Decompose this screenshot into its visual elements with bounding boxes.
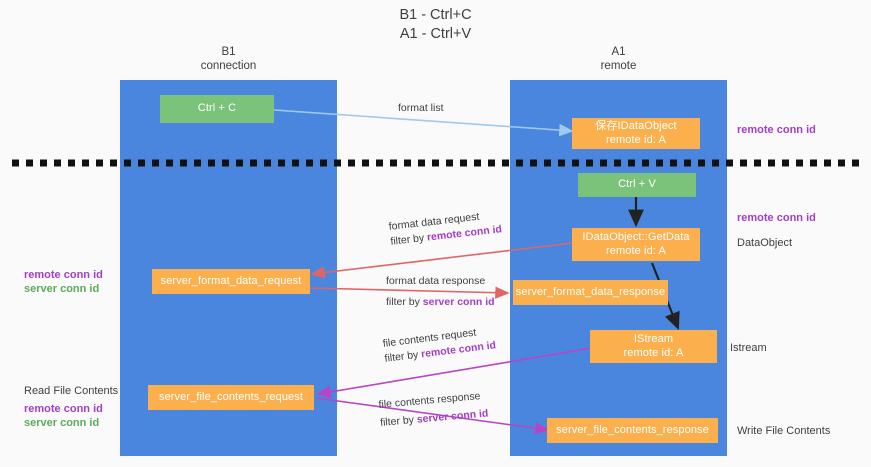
filter-prefix: filter by	[386, 296, 423, 308]
edge-format-data-request	[310, 242, 573, 279]
box-idataobject-getdata[interactable]: IDataObject::GetData remote id: A	[572, 228, 700, 261]
column-header-a1: A1 remote	[510, 45, 727, 73]
edge-label-format-data-response: format data response filter by server co…	[386, 274, 495, 310]
annotation-write-file-contents: Write File Contents	[737, 425, 831, 437]
annotation-remote-conn-id-mid: remote conn id	[737, 212, 816, 224]
box-server-file-contents-response-label: server_file_contents_response	[556, 423, 709, 436]
annotation-left-remote-conn-id-mid: remote conn id	[24, 269, 103, 281]
column-header-a1-role: remote	[600, 60, 637, 72]
edge-format-data-response	[309, 286, 510, 299]
box-server-file-contents-request[interactable]: server_file_contents_request	[148, 385, 314, 410]
annotation-istream: Istream	[730, 342, 767, 354]
edge-label-format-list: format list	[398, 101, 444, 116]
edge-label-format-data-response-line1: format data response	[386, 275, 486, 287]
annotation-left-remote-conn-id-low: remote conn id	[24, 403, 103, 415]
box-istream-line2: remote id: A	[623, 346, 684, 359]
annotation-remote-conn-id-top: remote conn id	[737, 124, 816, 136]
box-save-idataobject-line1: 保存IDataObject	[595, 120, 677, 132]
box-server-file-contents-response[interactable]: server_file_contents_response	[547, 418, 718, 443]
annotation-dataobject: DataObject	[737, 237, 793, 249]
box-server-format-data-response[interactable]: server_format_data_response	[513, 280, 668, 305]
page-title: B1 - Ctrl+C A1 - Ctrl+V	[0, 6, 871, 44]
edge-format-list	[273, 109, 574, 137]
box-ctrl-v[interactable]: Ctrl + V	[578, 173, 696, 197]
box-server-format-data-request-label: server_format_data_request	[160, 274, 302, 287]
box-ctrl-c-label: Ctrl + C	[197, 102, 237, 115]
title-line-2: A1 - Ctrl+V	[399, 26, 472, 42]
filter-key-server-conn-id: server conn id	[422, 296, 495, 308]
filter-prefix: filter by	[389, 231, 428, 248]
box-save-idataobject-line2: remote id: A	[606, 133, 666, 146]
column-header-a1-name: A1	[611, 46, 626, 58]
edge-file-contents-response	[315, 397, 550, 435]
title-line-1: B1 - Ctrl+C	[399, 7, 472, 23]
column-header-b1-role: connection	[200, 60, 257, 72]
filter-prefix: filter by	[379, 413, 418, 429]
box-istream[interactable]: IStream remote id: A	[590, 330, 717, 363]
edge-file-contents-request	[316, 347, 593, 399]
edge-label-format-list-text: format list	[398, 102, 444, 114]
box-istream-line1: IStream	[633, 333, 674, 345]
box-idataobject-getdata-line2: remote id: A	[606, 244, 666, 257]
box-idataobject-getdata-line1: IDataObject::GetData	[582, 231, 690, 243]
box-save-idataobject[interactable]: 保存IDataObject remote id: A	[572, 118, 700, 149]
box-server-format-data-request[interactable]: server_format_data_request	[152, 269, 310, 294]
filter-prefix: filter by	[383, 348, 422, 365]
column-header-b1: B1 connection	[120, 45, 337, 73]
edge-label-format-data-response-line2: filter by server conn id	[386, 295, 495, 310]
box-ctrl-c[interactable]: Ctrl + C	[160, 95, 274, 123]
annotation-read-file-contents: Read File Contents	[24, 385, 119, 397]
box-ctrl-v-label: Ctrl + V	[618, 178, 656, 191]
annotation-left-server-conn-id-mid: server conn id	[24, 283, 100, 295]
box-server-file-contents-request-label: server_file_contents_request	[158, 390, 304, 403]
column-header-b1-name: B1	[221, 46, 236, 58]
annotation-left-server-conn-id-low: server conn id	[24, 417, 100, 429]
box-server-format-data-response-label: server_format_data_response	[515, 285, 666, 298]
